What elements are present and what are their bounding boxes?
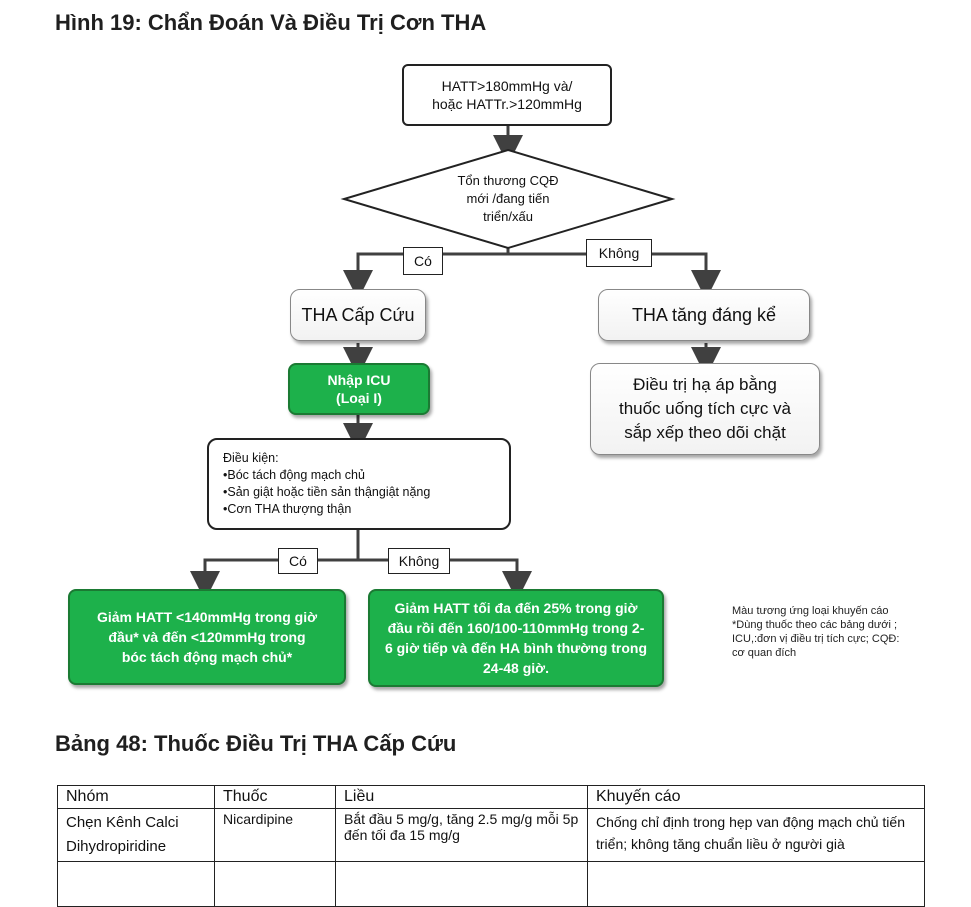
- decision-diamond: [340, 148, 676, 250]
- header-drug: Thuốc: [214, 785, 336, 809]
- legend-line-4: cơ quan đích: [732, 647, 797, 659]
- goal-yes-node: Giảm HATT <140mmHg trong giờ đầu* và đến…: [68, 589, 346, 685]
- drug-table: Nhóm Thuốc Liều Khuyến cáo Chẹn Kênh Cal…: [57, 785, 925, 907]
- cell-dose: Bắt đầu 5 mg/g, tăng 2.5 mg/g mỗi 5p đến…: [335, 808, 588, 862]
- start-line-1: HATT>180mmHg và/: [441, 78, 573, 94]
- decision-line-3: triển/xấu: [483, 209, 533, 224]
- legend-line-1: Màu tương ứng loại khuyến cáo: [732, 605, 889, 617]
- oral-treatment-node: Điều trị hạ áp bằng thuốc uống tích cực …: [590, 363, 820, 455]
- emergency-node: THA Cấp Cứu: [290, 289, 426, 341]
- conditions-heading: Điều kiện:: [223, 451, 279, 465]
- icu-line-2: (Loại I): [336, 390, 382, 406]
- cell-empty: [214, 861, 336, 907]
- goal-no-line-4: 24-48 giờ.: [483, 660, 549, 676]
- table-row: [57, 861, 925, 907]
- legend-line-3: ICU,:đơn vị điều trị tích cực; CQĐ:: [732, 633, 900, 645]
- decision-node: Tổn thương CQĐ mới /đang tiến triển/xấu: [420, 162, 596, 236]
- cell-recommendation: Chống chỉ định trong hẹp van động mạch c…: [587, 808, 925, 862]
- goal-no-line-3: 6 giờ tiếp và đến HA bình thường trong: [384, 640, 648, 656]
- goal-yes-line-1: Giảm HATT <140mmHg trong giờ: [96, 609, 318, 625]
- no-label: Không: [586, 239, 652, 267]
- yes-label: Có: [403, 247, 443, 275]
- decision-line-1: Tổn thương CQĐ: [457, 173, 559, 188]
- no-label-2: Không: [388, 548, 450, 574]
- icu-line-1: Nhập ICU: [327, 372, 391, 388]
- goal-no-line-2: đầu rồi đến 160/100-110mmHg trong 2-: [387, 620, 645, 636]
- arrow-decision-no: [508, 252, 721, 300]
- cell-empty: [57, 861, 215, 907]
- table-header-row: Nhóm Thuốc Liều Khuyến cáo: [57, 785, 925, 809]
- goal-no-node: Giảm HATT tối đa đến 25% trong giờ đầu r…: [368, 589, 664, 687]
- figure-title: Hình 19: Chẩn Đoán Và Điều Trị Cơn THA: [55, 10, 487, 35]
- header-dose: Liều: [335, 785, 588, 809]
- legend-line-2: *Dùng thuốc theo các bảng dưới ;: [732, 619, 898, 631]
- start-node: HATT>180mmHg và/ hoặc HATTr.>120mmHg: [402, 64, 612, 126]
- condition-item-3: •Cơn THA thượng thận: [223, 502, 352, 516]
- goal-yes-line-2: đầu* và đến <120mmHg trong: [108, 629, 306, 645]
- header-group: Nhóm: [57, 785, 215, 809]
- legend-note: Màu tương ứng loại khuyến cáo *Dùng thuố…: [732, 604, 962, 660]
- urgency-node: THA tăng đáng kể: [598, 289, 810, 341]
- header-recommendation: Khuyến cáo: [587, 785, 925, 809]
- conditions-node: Điều kiện: •Bóc tách động mạch chủ •Sản …: [207, 438, 511, 530]
- yes-label-2: Có: [278, 548, 318, 574]
- oral-line-2: thuốc uống tích cực và: [618, 399, 792, 418]
- cell-drug: Nicardipine: [214, 808, 336, 862]
- start-line-2: hoặc HATTr.>120mmHg: [432, 96, 582, 112]
- icu-node: Nhập ICU (Loại I): [288, 363, 430, 415]
- cell-empty: [335, 861, 588, 907]
- table-title: Bảng 48: Thuốc Điều Trị THA Cấp Cứu: [55, 731, 457, 756]
- goal-yes-line-3: bóc tách động mạch chủ*: [121, 649, 293, 665]
- condition-item-2: •Sản giật hoặc tiền sản thậngiật nặng: [223, 485, 431, 499]
- condition-item-1: •Bóc tách động mạch chủ: [223, 468, 365, 482]
- cell-group: Chẹn Kênh Calci Dihydropiridine: [57, 808, 215, 862]
- decision-line-2: mới /đang tiến: [466, 191, 550, 206]
- goal-no-line-1: Giảm HATT tối đa đến 25% trong giờ: [394, 600, 638, 616]
- table-row: Chẹn Kênh Calci Dihydropiridine Nicardip…: [57, 808, 925, 862]
- oral-line-3: sắp xếp theo dõi chặt: [624, 423, 786, 442]
- oral-line-1: Điều trị hạ áp bằng: [633, 375, 777, 394]
- cell-empty: [587, 861, 925, 907]
